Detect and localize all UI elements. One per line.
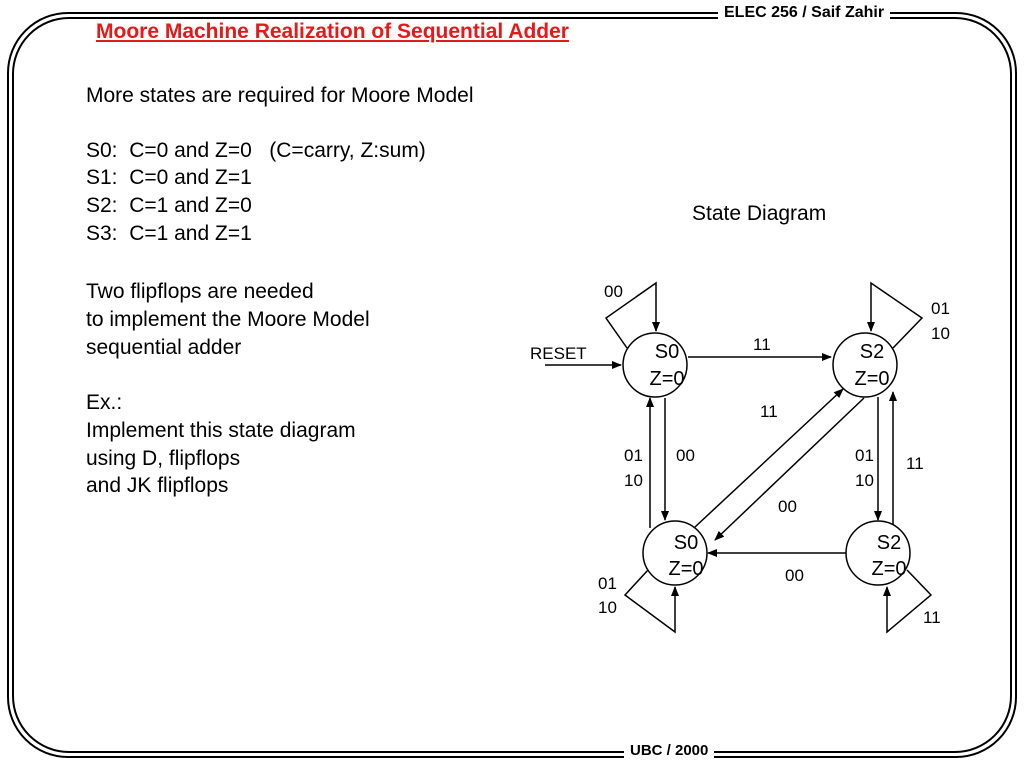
edge-label: 01 [855,446,874,465]
body-line: Implement this state diagram [86,419,356,442]
state-output-top-right: Z=0 [854,368,889,390]
edge-label: 10 [624,471,643,490]
self-loop-bottom-right [883,569,933,634]
body-line: More states are required for Moore Model [86,84,474,107]
course-header: ELEC 256 / Saif Zahir [718,4,891,22]
state-name-top-right: S2 [860,341,884,363]
slide-title: Moore Machine Realization of Sequential … [96,20,569,43]
edge-label: 01 [931,299,950,318]
edge-label: 00 [604,282,623,301]
state-output-bottom-right: Z=0 [871,558,906,580]
edge-label: 00 [785,566,804,585]
edge-bl-to-tr [694,388,844,528]
edge-tr-to-bl [714,397,865,541]
body-line: using D, flipflops [86,447,241,470]
state-circle-top-left [622,332,688,398]
body-line: to implement the Moore Model [86,308,370,331]
reset-label: RESET [530,344,587,363]
edge-label: 11 [906,454,924,473]
body-line: S1: C=0 and Z=1 [86,166,252,189]
body-line: and JK flipflops [86,474,229,497]
edge-label: 11 [923,608,941,627]
self-loop-bottom-left [623,569,679,634]
state-output-top-left: Z=0 [649,368,684,390]
state-circle-top-right [832,332,898,398]
edge-label: 00 [778,497,797,516]
self-loop-top-right [867,281,924,349]
body-line: S3: C=1 and Z=1 [86,222,252,245]
edge-label: 00 [676,446,695,465]
body-line: S2: C=1 and Z=0 [86,194,252,217]
edge-label: 11 [753,335,771,354]
edge-label: 11 [760,402,778,421]
body-line: S0: C=0 and Z=0 (C=carry, Z:sum) [86,139,426,162]
state-output-bottom-left: Z=0 [668,558,703,580]
state-name-bottom-right: S2 [877,532,901,554]
edge-label: 10 [855,471,874,490]
edge-label: 01 [624,446,643,465]
edge-label: 10 [598,598,617,617]
self-loop-top-left [604,281,660,349]
edge-label: 10 [931,324,950,343]
state-name-top-left: S0 [655,341,679,363]
body-line: Two flipflops are needed [86,280,314,303]
body-line: Ex.: [86,391,123,414]
footer-label: UBC / 2000 [624,742,715,759]
body-line: sequential adder [86,336,242,359]
edge-label: 01 [598,574,617,593]
state-name-bottom-left: S0 [674,532,698,554]
diagram-title: State Diagram [692,202,827,225]
